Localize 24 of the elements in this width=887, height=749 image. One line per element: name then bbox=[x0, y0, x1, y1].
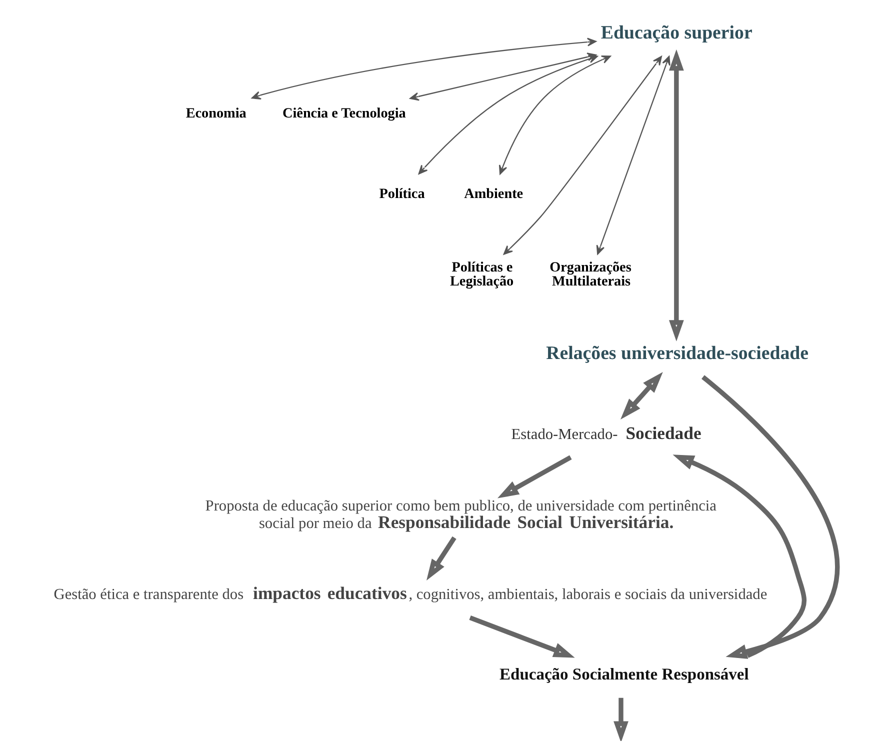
node-text: Ambiente bbox=[464, 185, 524, 202]
arrow bbox=[498, 54, 611, 174]
arrow bbox=[614, 697, 628, 740]
arrow bbox=[672, 454, 807, 658]
node-text: Estado-Mercado-Sociedade bbox=[511, 422, 702, 442]
node-text: Gestão ética e transparente dos impactos educativos, cognitivos, ambientais, laborais e sociais da universidade bbox=[54, 582, 768, 603]
arrow bbox=[503, 55, 662, 254]
arrow bbox=[469, 615, 575, 658]
node-text: Educação superior bbox=[600, 22, 752, 43]
node-text: Organizações Multilaterais bbox=[550, 259, 632, 290]
node-text: Política bbox=[379, 185, 425, 202]
arrow bbox=[701, 374, 840, 658]
arrow bbox=[596, 55, 670, 254]
arrow bbox=[426, 536, 456, 580]
node-text: Políticas e Legislação bbox=[450, 259, 514, 290]
arrow bbox=[668, 48, 684, 341]
node-text: Economia bbox=[186, 105, 246, 122]
node-text: Ciência e Tecnologia bbox=[282, 105, 406, 122]
node-text: Relações universidade-sociedade bbox=[546, 342, 809, 364]
node-text: Proposta de educação superior como bem publico, de universidade com pertinência social por meio da Responsabilidade Social Universitária. bbox=[205, 497, 716, 532]
arrow bbox=[418, 54, 598, 174]
arrow bbox=[497, 454, 572, 498]
arrow bbox=[620, 372, 663, 419]
node-text: Educação Socialmente Responsável bbox=[500, 664, 749, 684]
